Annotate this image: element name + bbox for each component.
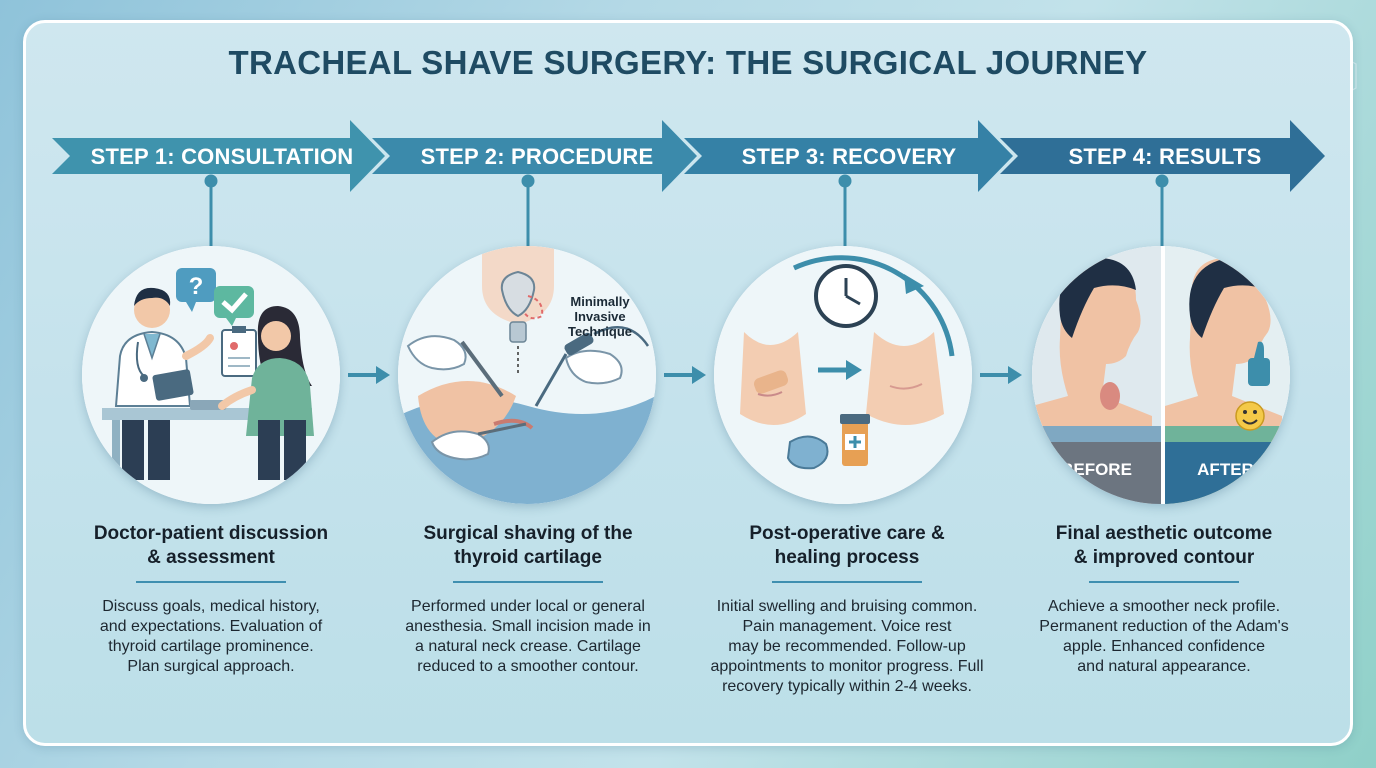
after-label: AFTER (1197, 460, 1254, 479)
step-3-description: Initial swelling and bruising common. Pa… (710, 598, 984, 695)
step-4-divider (1089, 581, 1239, 583)
medicine-bottle-icon (840, 414, 870, 466)
step-2-description: Performed under local or general anesthe… (405, 598, 651, 675)
check-bubble-icon (214, 286, 254, 326)
step-3-divider (772, 581, 922, 583)
page-title: TRACHEAL SHAVE SURGERY: THE SURGICAL JOU… (228, 44, 1148, 81)
question-bubble-icon: ? (176, 268, 216, 312)
patient-icon (218, 306, 314, 480)
bandaged-neck-icon (740, 332, 806, 425)
step-2-label: STEP 2: PROCEDURE (420, 144, 654, 169)
step-4-heading: Final aesthetic outcome & improved conto… (1055, 523, 1273, 568)
step-1-label: STEP 1: CONSULTATION (90, 144, 354, 169)
step-3-illustration (714, 246, 972, 504)
minimally-invasive-tag: Minimally Invasive Technique (567, 294, 633, 339)
clock-icon (814, 264, 878, 328)
step-1-description: Discuss goals, medical history, and expe… (99, 598, 323, 675)
step-3-label: STEP 3: RECOVERY (741, 144, 957, 169)
ice-pack-icon (786, 435, 829, 470)
step-2-divider (453, 581, 603, 583)
doctor-icon (114, 287, 214, 480)
step-1-illustration: ? (82, 246, 340, 504)
step-2-heading: Surgical shaving of the thyroid cartilag… (423, 523, 633, 568)
step-3-heading: Post-operative care & healing process (749, 523, 945, 568)
scalpel-icon (460, 340, 504, 398)
step-4-label: STEP 4: RESULTS (1068, 144, 1262, 169)
thumbs-up-icon (1248, 341, 1270, 386)
clipboard-icon (221, 326, 257, 377)
step-2-illustration (398, 246, 656, 504)
step-4-description: Achieve a smoother neck profile. Permane… (1039, 598, 1289, 675)
healed-neck-icon (866, 332, 944, 425)
smiley-icon (1235, 401, 1265, 431)
step-1-heading: Doctor-patient discussion & assessment (93, 523, 329, 568)
thyroid-cartilage-icon (482, 246, 554, 374)
tablet-icon (190, 400, 226, 410)
gloved-hand-icon (406, 335, 623, 461)
svg-text:?: ? (189, 273, 204, 300)
step-1-divider (136, 581, 286, 583)
step-4-illustration: BEFORE AFTER (1032, 246, 1290, 504)
before-label: BEFORE (1061, 460, 1132, 479)
surgical-drill-icon (534, 326, 650, 407)
